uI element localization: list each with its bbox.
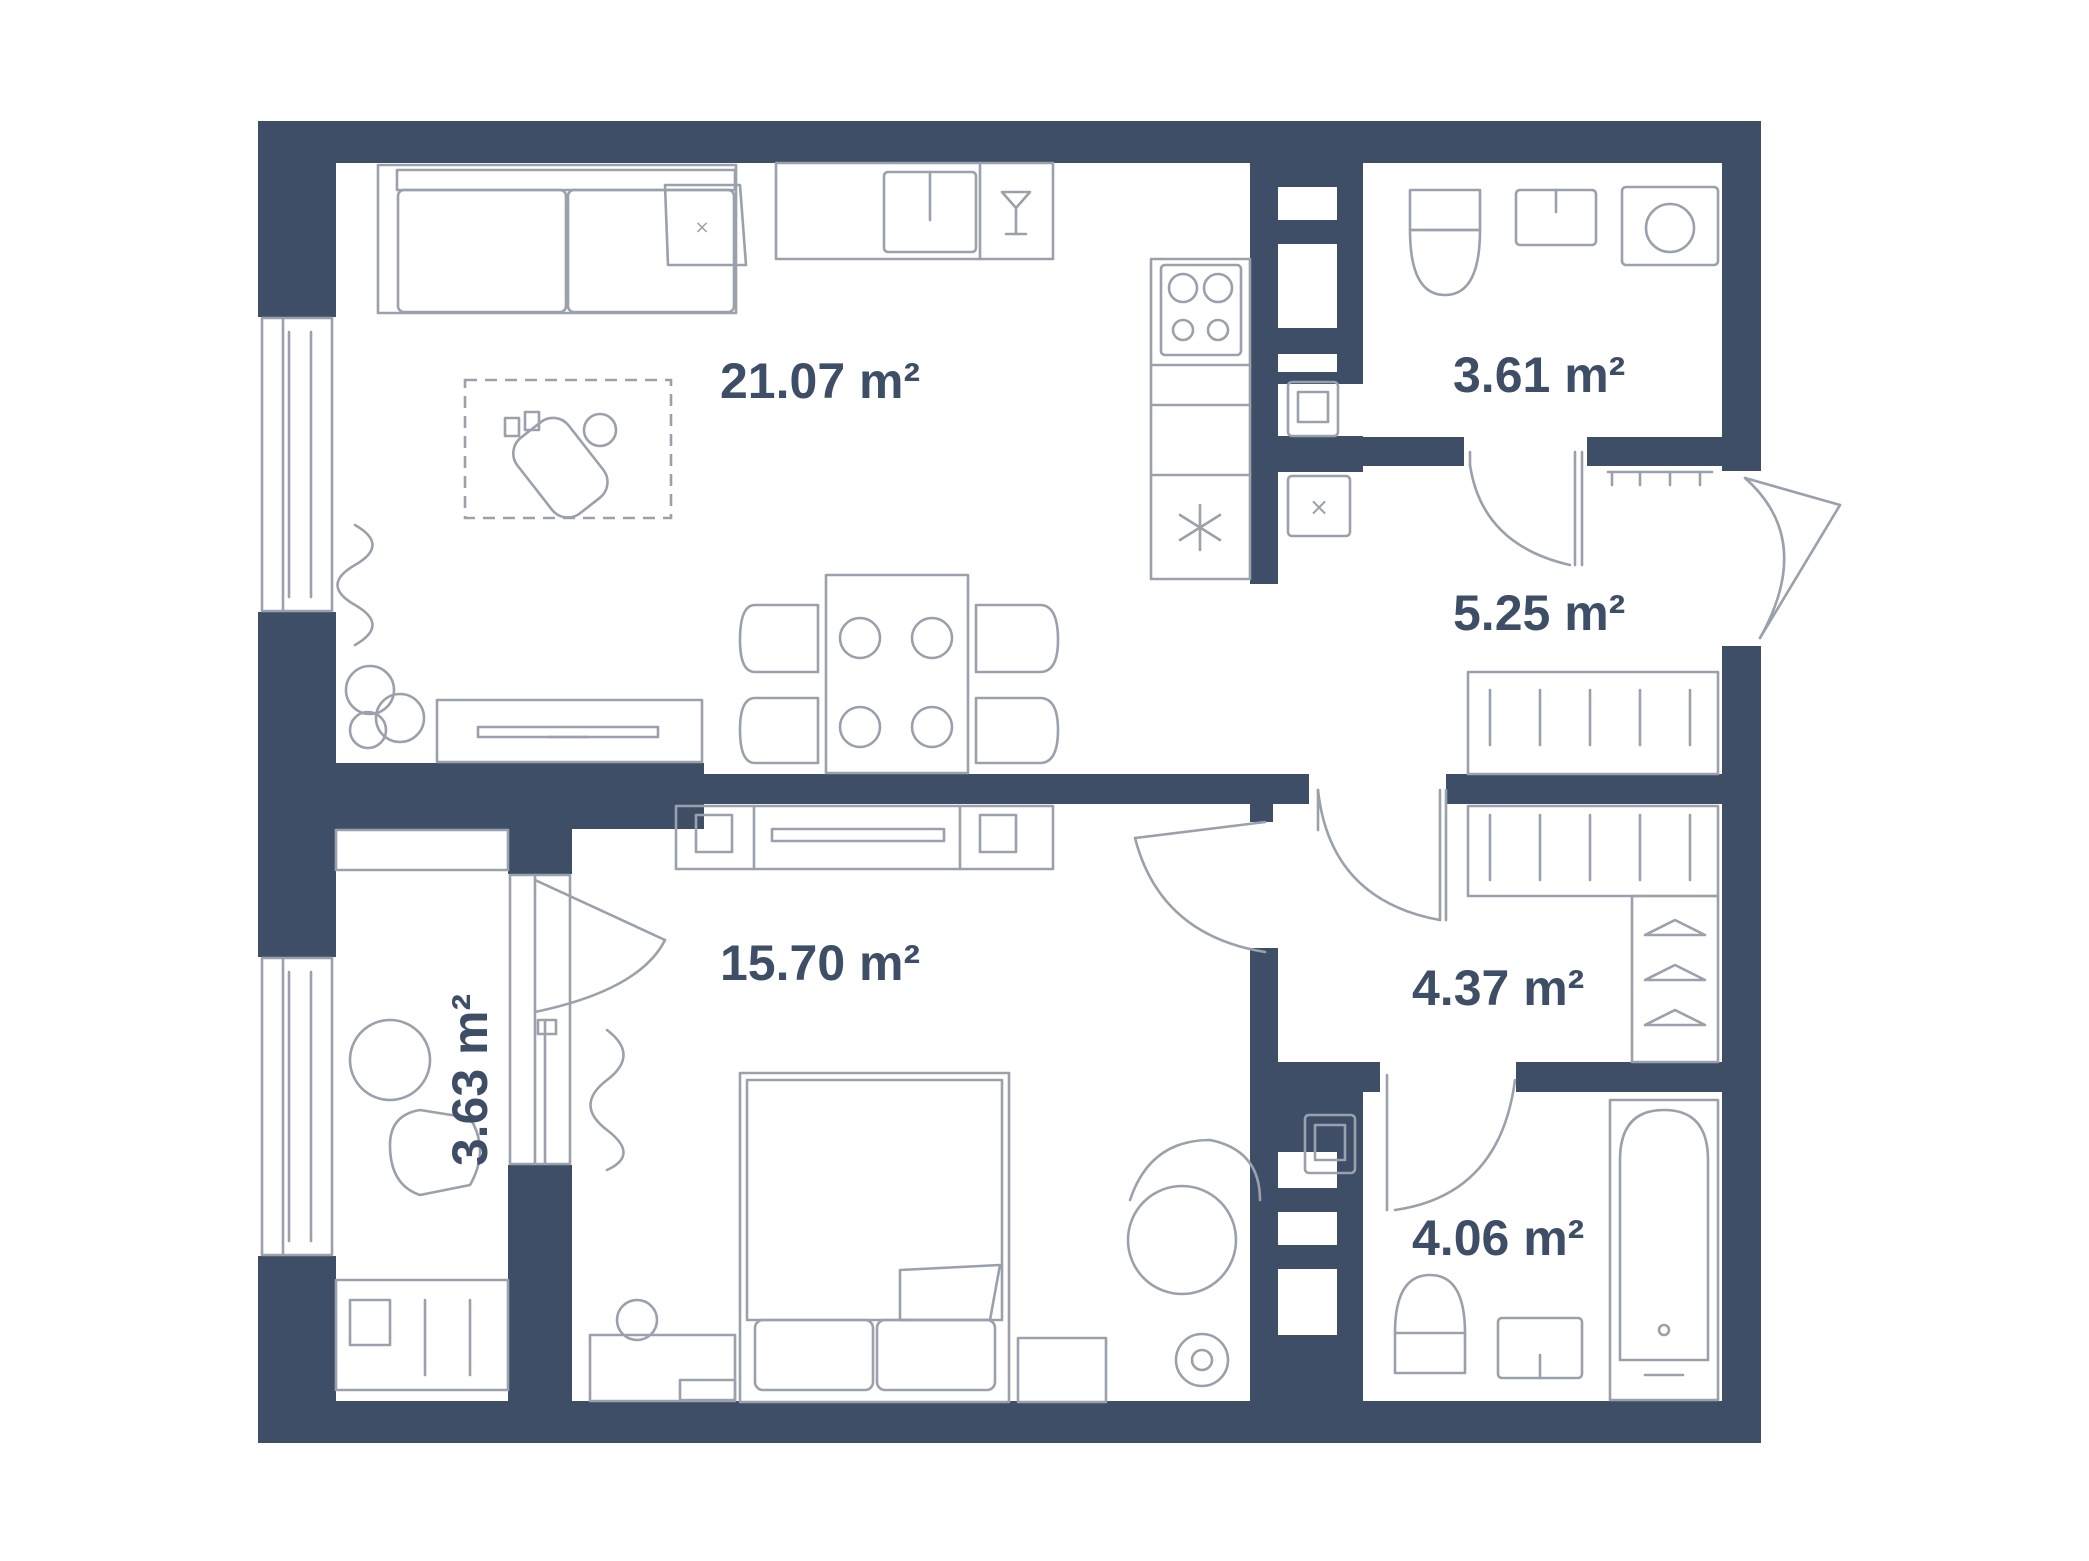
walls [258,121,1761,1443]
kitchen-counter [774,161,1252,581]
area-hallway: 5.25 m² [1453,585,1625,641]
svg-text:×: × [694,217,709,238]
wardrobe-door [1316,788,1448,922]
area-bathroom-upper: 3.61 m² [1453,347,1625,403]
sink-lower-icon [1496,1316,1584,1380]
balcony-table-icon [334,828,510,1392]
curtain-living [336,523,374,647]
towel-upper-icon [1286,380,1340,438]
yoga-mat-icon [463,378,673,520]
box-icon [1016,1336,1108,1404]
dresser-icon [674,804,1055,871]
toilet-upper-icon [1408,188,1482,297]
window-living [260,316,334,613]
area-labels: 21.07 m² 3.61 m² 5.25 m² 15.70 m² 4.37 m… [442,347,1625,1266]
plant-icon [344,664,426,750]
armchair-icon [1126,1138,1262,1296]
fridge-box-icon: × [1286,474,1352,538]
balcony-door [508,873,667,1166]
area-living-kitchen: 21.07 m² [720,353,920,409]
area-bedroom: 15.70 m² [720,935,920,991]
wardrobe-hall-icon [1466,670,1720,776]
wardrobe-room-icon [1466,804,1720,1064]
area-balcony: 3.63 m² [442,994,498,1166]
bedroom-door [1133,820,1267,954]
lower-bathroom-door [1385,1073,1517,1212]
safe-icon [1174,1332,1230,1388]
bed-icon [738,1071,1011,1404]
sofa-icon: × [376,163,748,315]
desk-icon [588,1298,737,1403]
area-wardrobe: 4.37 m² [1412,960,1584,1016]
washing-machine-icon [1620,185,1720,267]
sink-upper-icon [1514,188,1598,247]
entrance-door [1743,476,1842,640]
svg-text:×: × [1309,493,1329,521]
area-bathroom-lower: 4.06 m² [1412,1210,1584,1266]
curtain-bedroom [589,1028,625,1172]
upper-bathroom-door [1468,450,1714,567]
dining-table-icon [738,573,1060,775]
window-balcony [260,956,334,1257]
toilet-lower-icon [1393,1273,1467,1375]
towel-lower-icon [1303,1113,1357,1175]
fridge-icon [1178,503,1222,552]
tv-stand [435,698,704,764]
bathtub-icon [1608,1098,1720,1402]
